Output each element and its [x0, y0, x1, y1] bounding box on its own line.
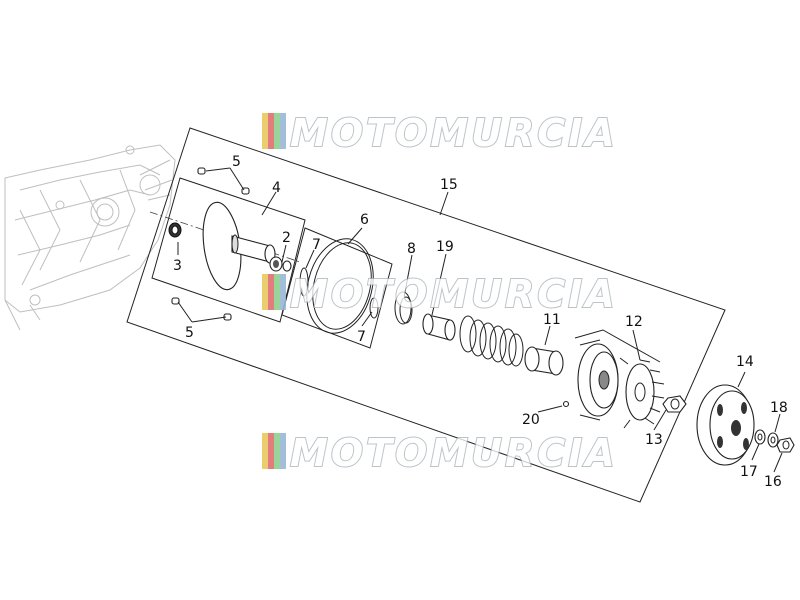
callout-4: 4	[272, 180, 281, 196]
part-13-nut	[662, 395, 687, 413]
callout-19: 19	[436, 239, 454, 255]
part-5-screws	[171, 167, 250, 321]
callout-3: 3	[173, 258, 182, 274]
part-4-movable-pulley	[202, 201, 276, 291]
part-12-fan	[619, 357, 665, 429]
svg-text:MOTOMURCIA: MOTOMURCIA	[290, 272, 618, 316]
callout-2: 2	[282, 230, 291, 246]
engine-case-outline	[4, 144, 176, 331]
callout-12: 12	[625, 314, 643, 330]
svg-text:MOTOMURCIA: MOTOMURCIA	[290, 431, 618, 475]
watermark-middle: MOTOMURCIA	[262, 271, 618, 317]
part-11-cup	[524, 346, 564, 376]
assembly-group-4-frame	[151, 177, 306, 323]
leader-lines	[177, 167, 783, 473]
part-7-o-rings	[299, 267, 379, 319]
callout-16: 16	[764, 474, 782, 490]
part-2-bushing	[269, 256, 292, 272]
part-12-clutch	[574, 329, 661, 421]
assembly-group-15-frame	[126, 127, 726, 503]
callout-5-bottom: 5	[185, 325, 194, 341]
part-3-bearing	[168, 222, 182, 238]
part-20-ball	[562, 400, 570, 408]
callout-15: 15	[440, 177, 458, 193]
part-17-washer	[754, 429, 766, 445]
callout-7-top: 7	[312, 237, 321, 253]
callout-6: 6	[360, 212, 369, 228]
assembly-group-6-frame	[281, 227, 393, 349]
callout-5-top: 5	[232, 154, 241, 170]
callout-17: 17	[740, 464, 758, 480]
part-16-nut	[776, 437, 795, 453]
watermark-top: MOTOMURCIA	[262, 110, 618, 156]
part-spring	[459, 315, 524, 367]
callout-14: 14	[736, 354, 754, 370]
callout-11: 11	[543, 312, 561, 328]
callout-13: 13	[645, 432, 663, 448]
svg-text:MOTOMURCIA: MOTOMURCIA	[290, 111, 618, 155]
callout-7-bottom: 7	[357, 329, 366, 345]
watermark-bottom: MOTOMURCIA	[262, 430, 618, 476]
part-18-washer	[767, 432, 779, 448]
callout-8: 8	[407, 241, 416, 257]
part-8-snap-ring	[394, 291, 413, 325]
part-14-clutch-bell	[696, 384, 755, 466]
part-19-sleeve	[422, 313, 456, 341]
callout-18: 18	[770, 400, 788, 416]
callout-20: 20	[522, 412, 540, 428]
